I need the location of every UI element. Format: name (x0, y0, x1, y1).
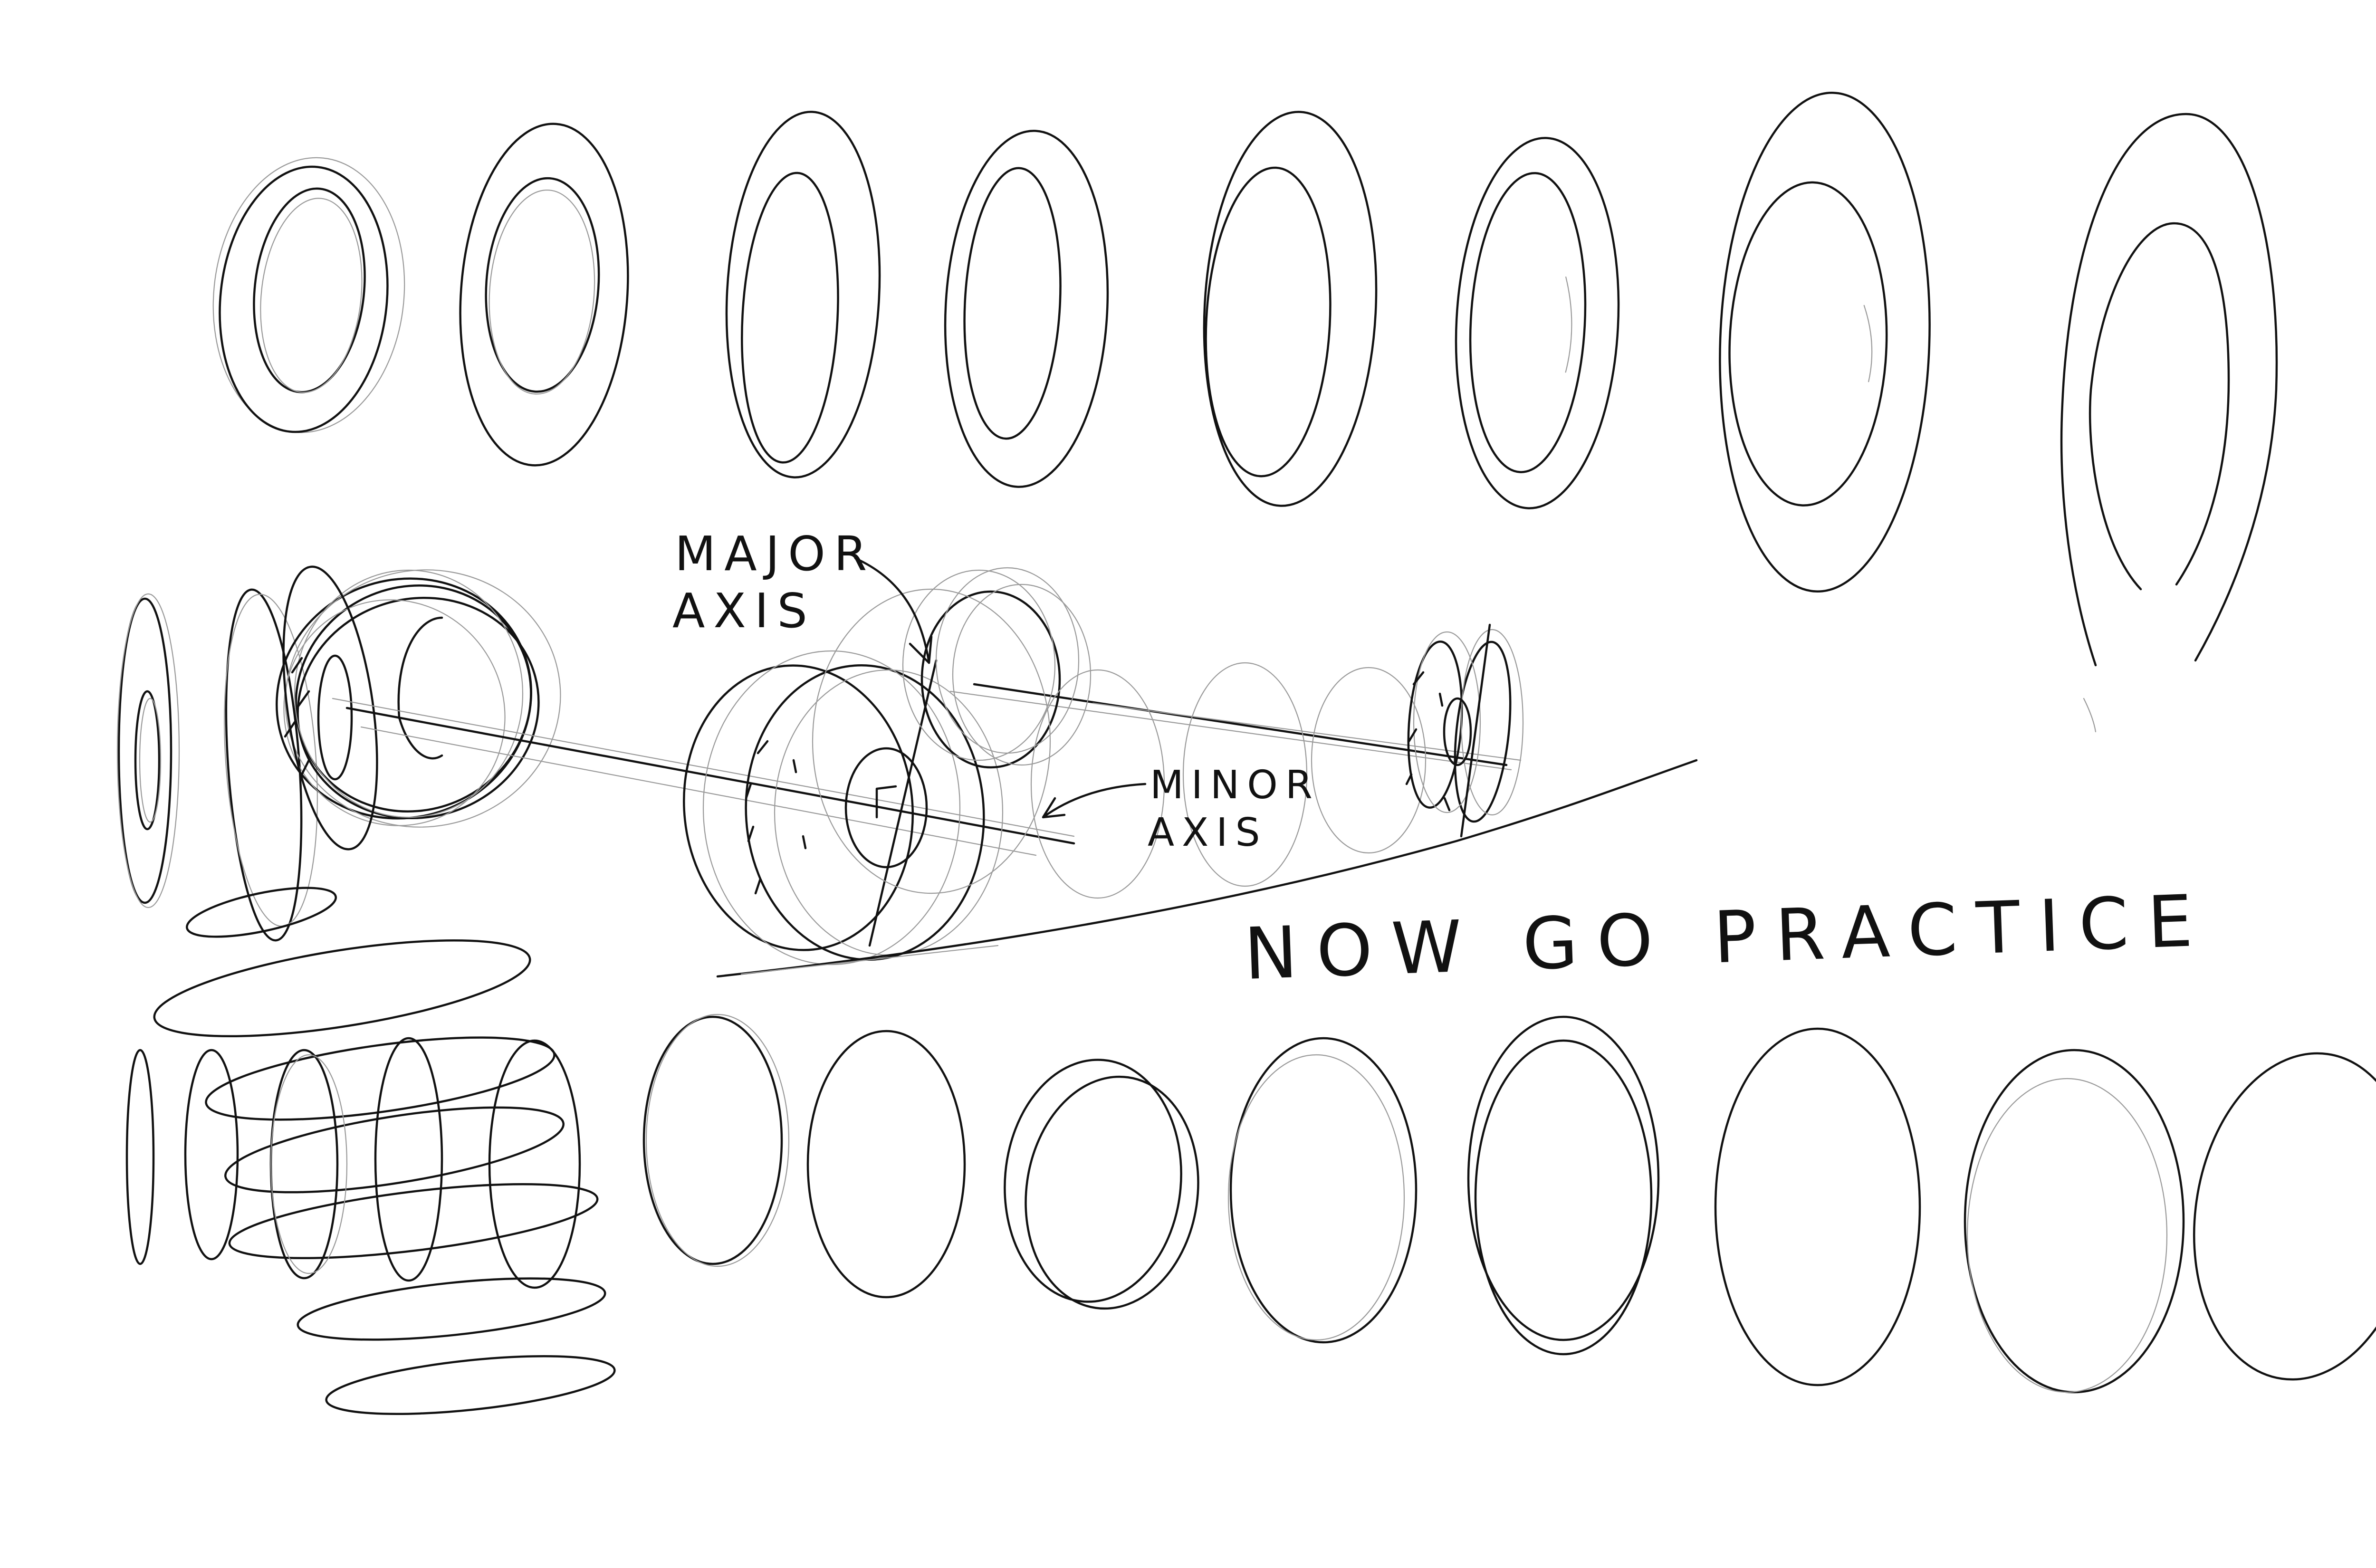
minor-axis-arrow (1042, 783, 1147, 819)
bottom-row-ellipses (642, 1013, 2376, 1394)
ellipse-pair-2 (459, 123, 629, 467)
top-row-ellipses (212, 92, 2278, 733)
center-wheel (683, 650, 1004, 966)
minor-axis-label-line1: MINOR (1150, 763, 1320, 808)
closing-message: NOW GO PRACTICE (1243, 880, 2213, 996)
receding-guide-ellipses (1030, 662, 1427, 899)
ellipse-pair-6 (1455, 137, 1620, 509)
ellipse-pair-1 (212, 157, 405, 433)
left-wheel (276, 565, 561, 851)
ellipse-pair-8 (2060, 113, 2278, 733)
ellipse-pair-4 (944, 130, 1109, 488)
right-wheel (1405, 623, 1524, 838)
ellipse-pair-5 (1203, 111, 1378, 507)
minor-axis-label-line2: AXIS (1148, 810, 1268, 855)
ellipse-pair-3 (725, 111, 881, 478)
bottom-left-practice (125, 887, 616, 1415)
major-axis-label-line1: MAJOR (675, 526, 875, 582)
left-small-ellipse (116, 593, 180, 908)
major-axis-arrow (854, 557, 933, 664)
wheel-axle-diagram (116, 557, 1698, 978)
major-axis-label-line2: AXIS (672, 583, 816, 639)
ellipse-pair-7 (1719, 92, 1931, 593)
upper-guide-circles (812, 567, 1092, 894)
